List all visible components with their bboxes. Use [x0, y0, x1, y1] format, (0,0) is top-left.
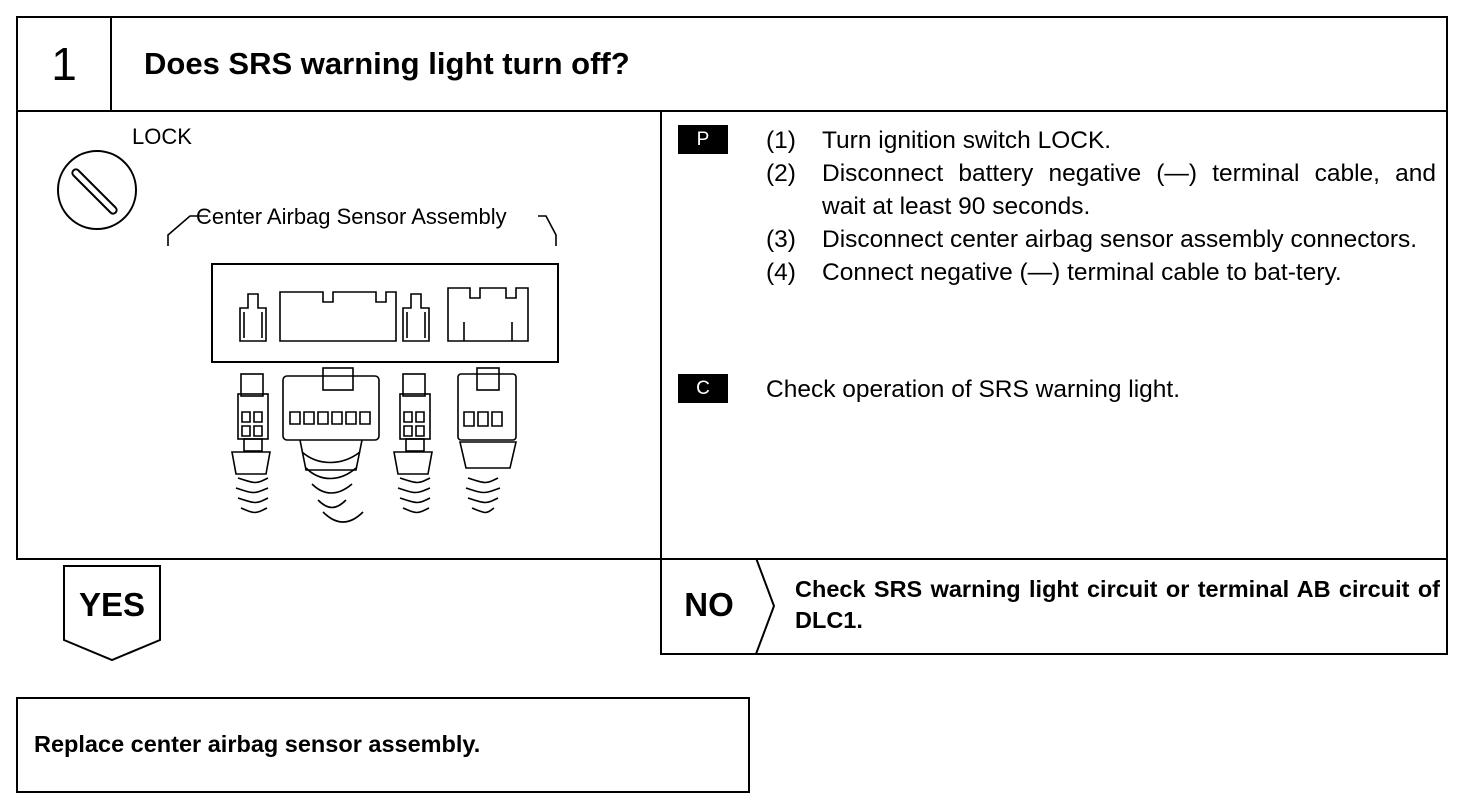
illustration-drawing	[57, 150, 559, 523]
no-label: NO	[684, 586, 734, 623]
step-index: (3)	[766, 226, 796, 253]
step-index: (2)	[766, 160, 796, 187]
step-text: Connect negative (—) terminal cable to b…	[822, 259, 1342, 286]
step-question: Does SRS warning light turn off?	[144, 46, 630, 81]
step-header	[16, 16, 1448, 112]
c-badge: C	[678, 374, 728, 403]
yes-flag	[63, 565, 161, 662]
procedure-step: (3) Disconnect center airbag sensor asse…	[766, 223, 1436, 256]
yes-result: Replace center airbag sensor assembly.	[34, 731, 481, 757]
assembly-label: Center Airbag Sensor Assembly	[196, 204, 507, 229]
yes-result-box	[16, 697, 750, 793]
sensor-assembly-drawing	[167, 215, 559, 523]
p-badge: P	[678, 125, 728, 154]
procedure-step: (4) Connect negative (—) terminal cable …	[766, 256, 1436, 289]
step-body	[16, 110, 1448, 560]
procedure-step: (1) Turn ignition switch LOCK.	[766, 124, 1436, 157]
no-arrow-divider	[755, 558, 776, 655]
procedure-step: (2) Disconnect battery negative (—) term…	[766, 157, 1436, 223]
illustration: LOCK Center Airbag Sensor Assembly	[18, 112, 658, 558]
no-result: Check SRS warning light circuit or termi…	[795, 576, 1440, 633]
step-number-divider	[110, 16, 112, 112]
step-text: Turn ignition switch LOCK.	[822, 127, 1112, 154]
yes-label: YES	[78, 586, 146, 623]
body-divider	[660, 110, 662, 655]
no-box	[660, 558, 1448, 655]
step-text: Disconnect center airbag sensor assembly…	[822, 226, 1418, 253]
step-number: 1	[51, 38, 77, 90]
step-index: (4)	[766, 259, 796, 286]
step-text: Disconnect battery negative (—) terminal…	[822, 160, 1436, 220]
ignition-key-icon	[57, 150, 137, 230]
check-text: Check operation of SRS warning light.	[766, 376, 1180, 403]
lock-label: LOCK	[132, 124, 192, 149]
procedure-steps: (1) Turn ignition switch LOCK. (2) Disco…	[766, 124, 1436, 289]
step-index: (1)	[766, 127, 796, 154]
